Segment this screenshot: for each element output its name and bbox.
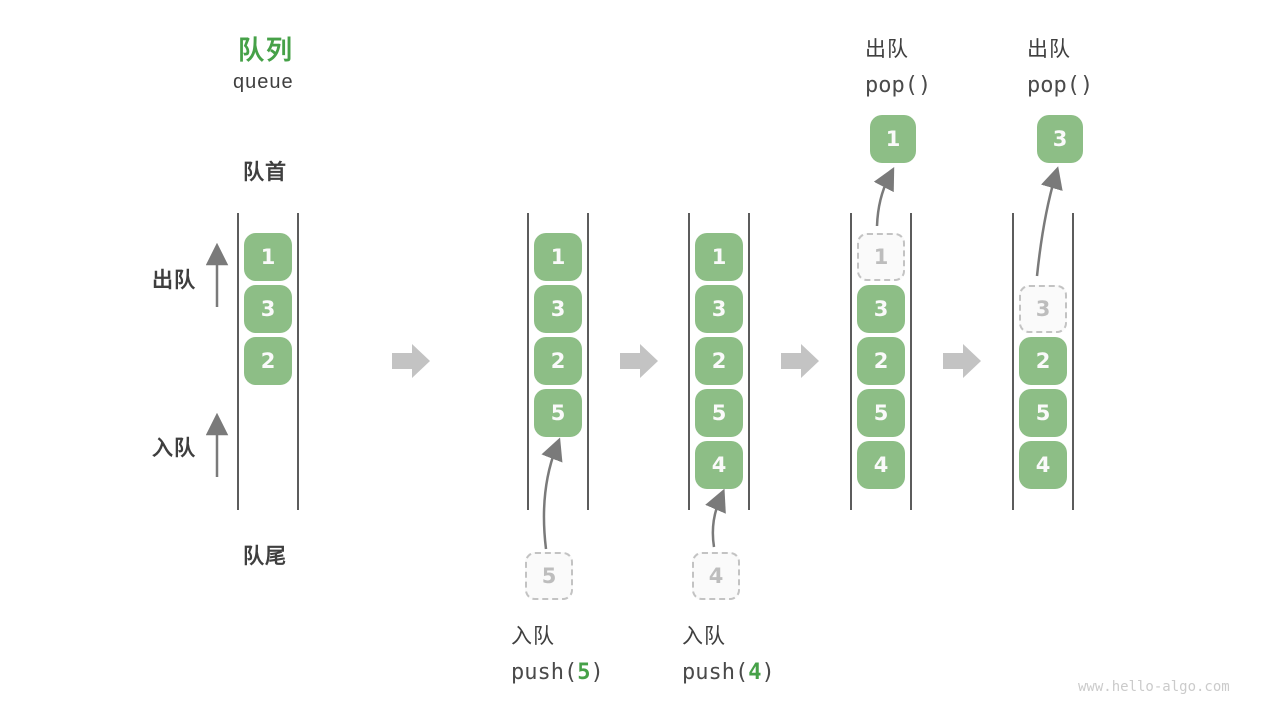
incoming-item-ghost: 4 [692,552,740,600]
queue-item: 4 [1019,441,1067,489]
queue-item: 3 [857,285,905,333]
queue-item: 3 [695,285,743,333]
popped-item: 1 [870,115,916,163]
transition-arrow-2 [620,344,658,378]
pop-3-operation-label: 出队 pop() [1027,33,1093,98]
push-4-label-zh: 入队 [682,625,726,648]
popped-item: 3 [1037,115,1083,163]
queue-item: 2 [1019,337,1067,385]
queue-item: 2 [857,337,905,385]
queue-item: 2 [695,337,743,385]
dequeue-side-label: 出队 [152,269,196,292]
push-4-operation-label: 入队 push(4) [682,620,775,685]
queue-front-label: 队首 [243,161,287,184]
queue-column-push-4: 1 3 2 5 4 [688,213,750,510]
site-watermark: www.hello-algo.com [1078,679,1230,695]
queue-item: 3 [534,285,582,333]
push-5-code: push(5) [511,660,604,685]
queue-item: 2 [534,337,582,385]
diagram-title-zh: 队列 [238,35,295,65]
queue-item: 1 [534,233,582,281]
removed-item-ghost: 3 [1019,285,1067,333]
enqueue-side-label: 入队 [152,437,196,460]
push-5-label-zh: 入队 [511,625,555,648]
queue-column-pop-1: 1 3 2 5 4 [850,213,912,510]
queue-item: 5 [1019,389,1067,437]
queue-column-push-5: 1 3 2 5 [527,213,589,510]
queue-rear-label: 队尾 [243,545,287,568]
pop-3-code: pop() [1027,73,1094,98]
transition-arrow-1 [392,344,430,378]
pop-1-code: pop() [865,73,932,98]
queue-item: 2 [244,337,292,385]
transition-arrow-3 [781,344,819,378]
diagram-title-en: queue [233,71,294,93]
queue-item: 4 [857,441,905,489]
queue-item: 3 [244,285,292,333]
removed-item-ghost: 1 [857,233,905,281]
push-4-code: push(4) [682,660,775,685]
queue-column-pop-3: 3 2 5 4 [1012,213,1074,510]
pop-1-label-zh: 出队 [865,38,909,61]
push-5-operation-label: 入队 push(5) [511,620,604,685]
transition-arrow-4 [943,344,981,378]
queue-item: 5 [534,389,582,437]
queue-item: 5 [857,389,905,437]
queue-column-initial: 1 3 2 [237,213,299,510]
queue-item: 4 [695,441,743,489]
queue-item: 1 [695,233,743,281]
pop-3-label-zh: 出队 [1027,38,1071,61]
incoming-item-ghost: 5 [525,552,573,600]
queue-item: 1 [244,233,292,281]
pop-1-operation-label: 出队 pop() [865,33,931,98]
queue-item: 5 [695,389,743,437]
